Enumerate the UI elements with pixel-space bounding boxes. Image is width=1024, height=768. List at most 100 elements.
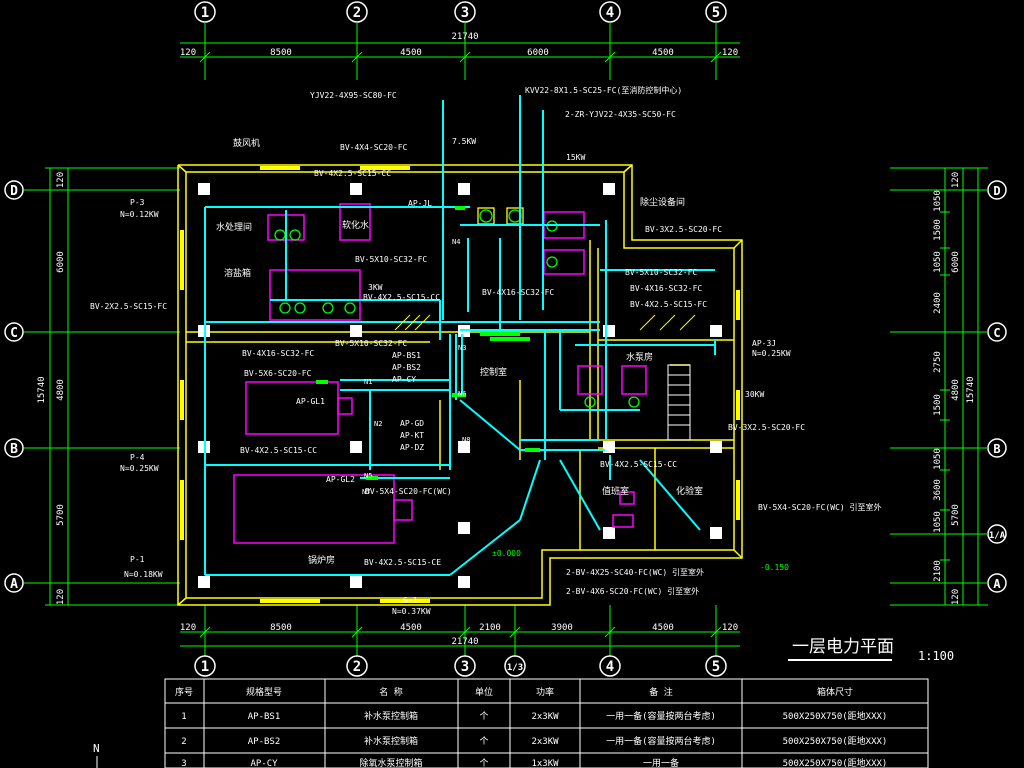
load-3kw: 3KW [368,283,383,292]
load-p1-power: N=0.18KW [124,570,163,579]
axis-bubbles-left [4,180,24,593]
level-ground: ±0.000 [492,549,521,558]
dim-right-span-1: 6000 [951,251,961,273]
axis-label-right-B: B [993,442,1000,456]
load-s1: S-1 [403,596,418,605]
cable-label-10: BV-5X6-SC20-FC [244,369,312,378]
dim-bottom-span-4: 3900 [551,623,573,633]
dim-right-sub-4: 2400 [933,292,943,314]
level-outdoor: -0.150 [760,563,789,572]
table-cell: 除氧水泵控制箱 [359,757,422,768]
table-cell: 一用一备(容量按两台考虑) [606,735,716,747]
table-cell: 2x3KW [531,712,559,722]
room-pump: 水泵房 [626,351,653,363]
panel-ap-cy: AP-CY [392,375,416,384]
table-cell: 2x3KW [531,737,559,747]
cable-label-3: 2-ZR-YJV22-4X35-SC50-FC [565,110,676,119]
dim-right-sub-9: 1050 [933,511,943,533]
cable-label-14: 2-BV-4X6-SC20-FC(WC) 引至室外 [566,586,699,596]
table-header-index: 序号 [175,686,193,698]
cable-label-20: BV-4X16-SC32-FC [482,288,554,297]
load-7-5kw: 7.5KW [452,137,476,146]
table-header-size: 箱体尺寸 [817,686,853,698]
load-30kw: 30KW [745,390,764,399]
cable-label-15: BV-5X4-SC20-FC(WC) 引至室外 [758,502,882,512]
axis-label-left-B: B [10,442,18,457]
cable-label-13: 2-BV-4X25-SC40-FC(WC) 引至室外 [566,567,704,577]
dimension-lines-left [24,167,180,606]
axis-bubbles-bottom [194,655,727,677]
table-cell: 1 [181,712,186,722]
axis-label-left-A: A [10,577,18,592]
feeder-markers [316,206,540,480]
cable-label-7: BV-2X2.5-SC15-FC [90,302,167,311]
dim-right-sub-10: 2100 [933,560,943,582]
dim-right-sub-8: 3600 [933,479,943,501]
panel-ap-jl: AP-JL [408,199,432,208]
panel-ap-bs1: AP-BS1 [392,351,421,360]
dim-right-sub-7: 1050 [933,448,943,470]
cable-label-23: BV-4X2.5-SC15-CC [363,293,440,302]
axis-label-bottom-2: 2 [353,659,361,675]
cable-label-16: BV-3X2.5-SC20-FC [645,225,722,234]
panel-ap-gl1: AP-GL1 [296,397,325,406]
dim-top-span-2: 4500 [400,48,422,58]
dim-left-span-3: 5700 [56,504,66,526]
table-cell: 500X250X750(距地XXX) [783,710,888,722]
table-cell: 一用一备 [643,757,679,768]
load-s1-power: N=0.37KW [392,607,431,616]
axis-label-top-1: 1 [201,5,209,21]
cable-label-2: KVV22-8X1.5-SC25-FC(至消防控制中心) [525,85,682,95]
room-water-treatment: 水处理间 [216,221,252,233]
dim-top-total: 21740 [451,32,478,42]
north-arrow-icon: N [93,742,100,768]
table-cell: 1x3KW [531,759,559,768]
cable-label-24: BV-3X2.5-SC20-FC [728,423,805,432]
windows [180,166,740,603]
axis-label-bottom-1-3: 1/3 [507,663,523,673]
axis-label-top-4: 4 [606,5,614,21]
table-cell: 2 [181,737,186,747]
table-cell: AP-BS2 [248,737,281,747]
table-cell: 500X250X750(距地XXX) [783,735,888,747]
cable-label-11: BV-4X2.5-SC15-CC [240,446,317,455]
dim-bottom-span-1: 8500 [270,623,292,633]
table-cell: 500X250X750(距地XXX) [783,757,888,768]
panel-ap-3j: AP-3J [752,339,776,348]
cable-label-8: BV-4X16-SC32-FC [242,349,314,358]
room-duty: 值班室 [602,485,629,497]
dim-right-sub-1: 1050 [933,190,943,212]
panel-ap-3j-load: N=0.25KW [752,349,791,358]
circuit-n6: N6 [458,390,466,398]
circuit-n7: N7 [362,488,370,496]
dim-bottom-span-2: 4500 [400,623,422,633]
circuit-n1: N1 [364,378,372,386]
dim-top-span-1: 8500 [270,48,292,58]
axis-label-top-3: 3 [461,5,469,21]
dim-bottom-total: 21740 [451,637,478,647]
plan-title: 一层电力平面 [792,637,894,657]
control-room-hatch [394,314,696,331]
dim-right-sub-2: 1500 [933,219,943,241]
room-salt-tank: 溶盐箱 [224,267,251,279]
table-cell: 个 [479,711,488,722]
panel-ap-gd: AP-GD [400,419,424,428]
dim-left-edge-bottom: 120 [56,589,66,605]
dim-left-span-2: 4800 [56,379,66,401]
table-cell: 一用一备(容量按两台考虑) [606,710,716,722]
table-cell: AP-CY [250,759,278,768]
dim-top-span-4: 4500 [652,48,674,58]
table-cell: AP-BS1 [248,712,281,722]
circuit-n5: N5 [364,472,372,480]
staircase [667,364,691,441]
cable-label-4: BV-4X4-SC20-FC [340,143,408,152]
axis-label-bottom-3: 3 [461,659,469,675]
dim-left-span-1: 6000 [56,251,66,273]
circuit-n8: N8 [462,436,470,444]
table-cell: 个 [479,736,488,747]
cable-label-21: BV-4X2.5-SC15-FC [630,300,707,309]
room-softened-water: 软化水 [342,219,369,231]
cable-label-18: BV-5X10-SC32-FC [625,268,697,277]
dim-left-total: 15740 [37,376,47,403]
